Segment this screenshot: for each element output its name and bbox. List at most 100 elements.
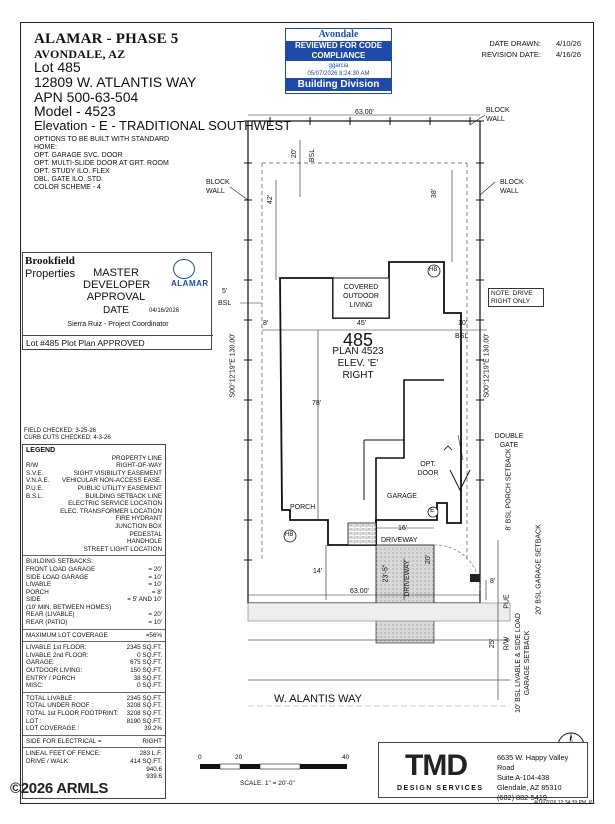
areas-label: GARAGE: [26, 659, 55, 667]
areas-value: 0 SQ.FT. [137, 651, 162, 659]
totals-value: 3208 SQ.FT. [126, 710, 162, 717]
setbacks-label: SIDE [26, 596, 41, 604]
items-value: ELEC. TRANSFORMER LOCATION [60, 507, 162, 515]
totals-label: TOTAL UNDER ROOF : [26, 702, 94, 710]
rw-label: R/W [503, 636, 511, 651]
svg-text:N: N [567, 737, 573, 746]
pue-label: PUE [503, 594, 511, 609]
setbacks-row: SIDE = 5' AND 10' [26, 596, 162, 604]
areas-row: LIVABLE 1st FLOOR:2345 SQ.FT. [26, 644, 162, 652]
apn-label: APN 500-63-504 [34, 88, 139, 105]
setbacks-row: (10' MIN. BETWEEN HOMES) [26, 604, 162, 612]
fence-row: DRIVE / WALK:414 SQ.FT. [26, 758, 162, 766]
livable-setback-label: 10' BSL LIVABLE & SIDE LOAD GARAGE SETBA… [515, 613, 531, 713]
print-timestamp: 4/16/2026 12:34:39 PM, P1 [534, 800, 595, 806]
dim-front-20: 20' [291, 148, 299, 159]
firm-address: 6635 W. Happy Valley Road Suite A-104-43… [497, 753, 587, 803]
setbacks-label: SIDE LOAD GARAGE [26, 573, 89, 581]
scale-tick-40: 40 [342, 754, 350, 761]
elev-row-2: 939.6 [26, 773, 162, 781]
scale-tick-20: 20 [235, 754, 243, 761]
bsl-label-left: BSL [218, 300, 232, 307]
areas-row: OUTDOOR LIVING:150 SQ.FT. [26, 667, 162, 675]
hose-bib-rear [427, 264, 441, 278]
totals-label: LOT : [26, 717, 42, 725]
builder-name: Brookfield [25, 255, 75, 267]
brand-label: ALAMAR [171, 279, 209, 288]
areas-row: GARAGE: 675 SQ.FT. [26, 659, 162, 667]
plan-label: PLAN 4523 [332, 346, 384, 357]
approval-signer: Sierra Ruiz - Project Coordinator [67, 321, 169, 328]
lot-label: Lot 485 [34, 59, 81, 76]
opt-door-label: OPT. DOOR [417, 461, 439, 477]
approval-date-value: 04/16/2026 [149, 308, 180, 314]
curb-lines [248, 639, 510, 681]
items-label: R/W [26, 462, 39, 470]
porch-setback-label: 8' BSL PORCH SETBACK [505, 448, 513, 531]
totals-value: 8190 SQ.FT. [126, 717, 162, 725]
project-name: ALAMAR - PHASE 5 [34, 31, 179, 47]
firm-addr2: Suite A-104-438 [497, 773, 550, 782]
approval-date-label: DATE [103, 305, 129, 316]
setbacks-value: = 20' [148, 611, 162, 619]
setbacks-row: REAR (PATIO)= 10' [26, 619, 162, 627]
items-row: S.V.E.SIGHT VISIBILITY EASEMENT [26, 470, 162, 478]
revision-value: 4/16/26 [555, 50, 581, 59]
dim-42: 42' [267, 194, 275, 205]
setbacks-title: BUILDING SETBACKS: [26, 558, 93, 566]
items-row: PROPERTY LINE [26, 455, 162, 463]
items-row: FIRE HYDRANT [26, 515, 162, 523]
areas-value: 38 SQ.FT. [133, 674, 162, 682]
bearing-left: S00°12'19"E 130.00' [229, 333, 237, 398]
elev-value-1: 940.6 [146, 765, 162, 773]
totals-label: TOTAL 1st FLOOR FOOTPRINT: [26, 710, 119, 717]
setbacks-value: = 8' [151, 588, 162, 596]
code-review-stamp: Avondale REVIEWED FOR CODE COMPLIANCE gg… [285, 28, 392, 94]
items-value: SIGHT VISIBILITY EASEMENT [73, 469, 162, 477]
firm-subtitle: DESIGN SERVICES [397, 785, 484, 792]
items-value: FIRE HYDRANT [115, 515, 162, 523]
electrical-value: RIGHT [142, 737, 162, 745]
elev-value-2: 939.6 [146, 773, 162, 781]
dim-23-5: 23'-5" [382, 564, 390, 583]
dim-left-8: 8' [263, 320, 269, 327]
option-1: OPT. GARAGE SVC. DOOR [34, 151, 123, 159]
dim-bottom-63: 63.00' [350, 588, 369, 595]
electric-service-marker [427, 506, 439, 518]
items-row: ELECTRIC SERVICE LOCATION [26, 500, 162, 508]
setback-lines [261, 162, 468, 560]
project-city: AVONDALE, AZ [34, 46, 126, 61]
areas-value: 675 SQ.FT. [130, 659, 162, 667]
builder-name-2: Properties [25, 268, 76, 280]
totals-value: 3208 SQ.FT. [126, 702, 162, 710]
field-checked: FIELD CHECKED: 3-25-26 [24, 428, 97, 434]
driveway-label: DRIVEWAY [381, 537, 418, 544]
items-value: STREET LIGHT LOCATION [83, 545, 162, 553]
items-value: HANDHOLE [127, 538, 162, 546]
dim-right-10: 10' [458, 320, 468, 327]
dim-20-drive: 20' [425, 554, 433, 565]
scale-label: SCALE: 1" = 20'-0" [240, 780, 295, 787]
electrical-row: SIDE FOR ELECTRICAL =RIGHT [26, 738, 162, 746]
totals-label: LOT COVERAGE : [26, 725, 80, 733]
street-name: W. ALANTIS WAY [274, 693, 363, 705]
totals-row: TOTAL UNDER ROOF : 3208 SQ.FT. [26, 702, 162, 710]
setbacks-row: SIDE LOAD GARAGE= 10' [26, 574, 162, 582]
dim-38: 38' [431, 188, 439, 199]
pedestal-marker [470, 574, 480, 582]
stamp-city: Avondale [318, 29, 359, 40]
stamp-line1: REVIEWED FOR CODE [286, 41, 391, 51]
lot-number: 485 [342, 330, 374, 350]
areas-value: 0 SQ.FT. [137, 682, 162, 690]
items-value: RIGHT-OF-WAY [116, 462, 162, 470]
porch [347, 522, 377, 546]
setbacks-value: = 5' AND 10' [127, 596, 162, 604]
bsl-label-top: BSL [309, 148, 317, 163]
areas-label: LIVABLE 1st FLOOR: [26, 644, 87, 652]
bsl-label-right: BSL [455, 333, 469, 340]
fence-items: LINEAL FEET OF FENCE:283 L.F.DRIVE / WAL… [26, 750, 162, 765]
approval-title: MASTER DEVELOPER APPROVAL [83, 267, 151, 303]
dim-25: 25' [489, 638, 497, 649]
revision-label: REVISION DATE: [481, 50, 541, 59]
